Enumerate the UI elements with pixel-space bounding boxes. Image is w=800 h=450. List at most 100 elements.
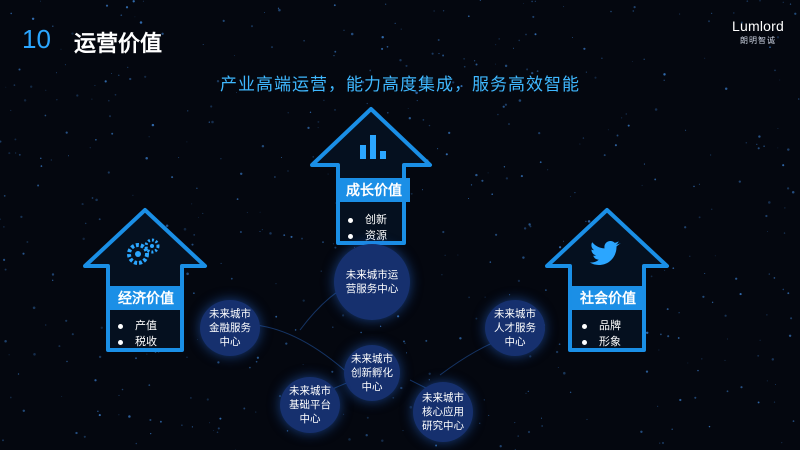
star-dot xyxy=(702,295,705,298)
star-dot xyxy=(541,425,543,427)
star-dot xyxy=(616,134,619,137)
star-dot xyxy=(402,430,404,432)
star-dot xyxy=(545,289,547,291)
star-dot xyxy=(407,108,409,109)
star-dot xyxy=(757,354,760,357)
star-dot xyxy=(428,379,430,381)
star-dot xyxy=(270,46,274,49)
star-dot xyxy=(782,1,784,3)
bullet-icon xyxy=(118,339,123,345)
star-dot xyxy=(342,314,345,317)
company-logo: Lumlord 朗明智诚 xyxy=(732,18,784,46)
star-dot xyxy=(51,273,55,276)
star-dot xyxy=(650,275,653,278)
logo-subtext: 朗明智诚 xyxy=(740,36,776,45)
star-dot xyxy=(445,153,448,156)
star-dot xyxy=(259,231,261,233)
star-dot xyxy=(75,431,78,435)
star-dot xyxy=(261,144,265,148)
star-dot xyxy=(708,20,710,23)
star-dot xyxy=(26,241,29,243)
star-dot xyxy=(114,93,117,96)
star-dot xyxy=(108,115,112,118)
star-dot xyxy=(275,315,278,318)
star-dot xyxy=(614,144,617,147)
star-dot xyxy=(763,145,765,147)
star-dot xyxy=(693,185,695,188)
star-dot xyxy=(125,6,129,9)
star-dot xyxy=(687,362,689,364)
star-dot xyxy=(209,422,211,424)
star-dot xyxy=(508,123,510,125)
star-dot xyxy=(610,10,612,13)
star-dot xyxy=(317,120,320,123)
star-dot xyxy=(128,415,131,418)
star-dot xyxy=(643,163,645,165)
star-dot xyxy=(425,339,428,342)
star-dot xyxy=(111,132,114,135)
star-dot xyxy=(631,60,633,63)
star-dot xyxy=(781,441,783,444)
star-dot xyxy=(641,184,643,186)
star-dot xyxy=(783,232,786,234)
star-dot xyxy=(442,10,445,12)
star-dot xyxy=(582,137,585,139)
star-dot xyxy=(118,394,120,396)
star-dot xyxy=(529,225,532,228)
star-dot xyxy=(331,370,334,373)
star-dot xyxy=(302,299,305,302)
star-dot xyxy=(773,401,776,403)
star-dot xyxy=(327,173,329,175)
star-dot xyxy=(159,420,162,423)
star-dot xyxy=(514,422,516,424)
star-dot xyxy=(394,22,396,25)
star-dot xyxy=(463,58,465,60)
star-dot xyxy=(625,113,627,115)
star-dot xyxy=(522,256,525,259)
star-dot xyxy=(678,312,680,314)
star-dot xyxy=(65,131,68,134)
star-dot xyxy=(220,262,222,264)
star-dot xyxy=(181,424,183,426)
star-dot xyxy=(14,138,17,141)
economic-value-label: 经济价值 xyxy=(110,286,182,310)
star-dot xyxy=(71,32,74,35)
star-dot xyxy=(437,148,439,150)
star-dot xyxy=(574,191,576,194)
star-dot xyxy=(332,243,335,245)
star-dot xyxy=(249,366,251,369)
star-dot xyxy=(408,117,411,120)
star-dot xyxy=(677,337,680,339)
star-dot xyxy=(303,39,305,42)
bullet-icon xyxy=(582,323,587,329)
star-dot xyxy=(186,356,188,358)
star-dot xyxy=(65,319,68,322)
star-dot xyxy=(444,254,446,256)
star-dot xyxy=(441,274,443,276)
star-dot xyxy=(118,414,120,416)
star-dot xyxy=(18,68,21,71)
star-dot xyxy=(120,14,123,17)
star-dot xyxy=(365,434,368,437)
star-dot xyxy=(518,99,522,102)
star-dot xyxy=(13,84,16,86)
star-dot xyxy=(17,373,20,375)
star-dot xyxy=(381,35,384,39)
star-dot xyxy=(709,154,712,156)
star-dot xyxy=(149,418,152,422)
star-dot xyxy=(525,33,527,36)
star-dot xyxy=(654,178,657,181)
star-dot xyxy=(216,80,220,83)
list-item: 税收 xyxy=(118,334,157,350)
star-dot xyxy=(724,87,728,91)
star-dot xyxy=(332,326,334,328)
star-dot xyxy=(627,124,630,127)
star-dot xyxy=(489,261,492,263)
star-dot xyxy=(144,75,147,78)
star-dot xyxy=(23,99,27,102)
star-dot xyxy=(428,372,431,375)
star-dot xyxy=(243,407,246,410)
star-dot xyxy=(0,140,2,143)
star-dot xyxy=(385,3,387,5)
star-dot xyxy=(202,44,204,46)
